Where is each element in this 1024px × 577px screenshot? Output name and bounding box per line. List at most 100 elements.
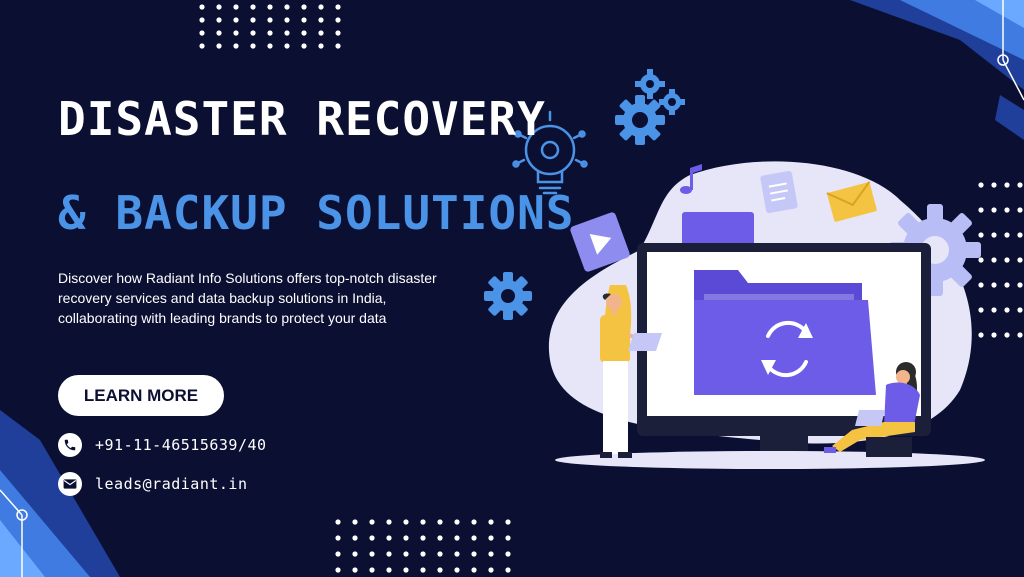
decor-dot	[386, 535, 392, 541]
decor-dot	[199, 30, 205, 36]
decor-dot	[978, 232, 984, 238]
phone-number[interactable]: +91-11-46515639/40	[95, 436, 267, 454]
decor-dot	[318, 4, 324, 10]
decor-dot	[335, 551, 341, 557]
decor-dot	[267, 17, 273, 23]
decor-dot	[301, 4, 307, 10]
decor-dot	[335, 567, 341, 573]
decor-dot	[505, 567, 511, 573]
decor-dot	[250, 30, 256, 36]
decor-dot	[1004, 232, 1010, 238]
man-illustration	[600, 285, 662, 458]
decor-dot	[454, 567, 460, 573]
decor-dot	[437, 535, 443, 541]
decor-dot	[199, 4, 205, 10]
decor-dot	[335, 4, 341, 10]
decor-dot	[454, 519, 460, 525]
decor-dot	[1017, 332, 1023, 338]
decor-dot	[1017, 307, 1023, 313]
decor-dot	[267, 30, 273, 36]
headline-line2: & BACKUP SOLUTIONS	[58, 186, 575, 240]
decor-dot	[335, 30, 341, 36]
decor-dot	[352, 519, 358, 525]
decor-dot	[978, 257, 984, 263]
decor-dot	[250, 43, 256, 49]
decor-dot	[471, 551, 477, 557]
decor-dot	[284, 43, 290, 49]
decor-dot	[420, 535, 426, 541]
decor-dot	[233, 17, 239, 23]
decor-dot	[471, 519, 477, 525]
corner-stripes-bottom-left	[0, 410, 120, 577]
decor-dot	[352, 535, 358, 541]
decor-dot	[369, 567, 375, 573]
decor-dot	[352, 567, 358, 573]
folder-sync-icon	[694, 270, 876, 395]
decor-dot	[267, 4, 273, 10]
decor-dot	[991, 282, 997, 288]
decor-dot	[1017, 282, 1023, 288]
decor-dot	[991, 182, 997, 188]
decor-dot	[216, 43, 222, 49]
decor-dot	[978, 307, 984, 313]
decor-dot	[437, 551, 443, 557]
play-icon	[570, 212, 630, 272]
decor-dot	[369, 519, 375, 525]
document-icon	[760, 170, 798, 214]
decor-dot	[199, 43, 205, 49]
decor-dot	[454, 535, 460, 541]
decor-dot	[318, 43, 324, 49]
decor-dot	[978, 207, 984, 213]
decor-dot	[437, 519, 443, 525]
decor-dot	[1017, 207, 1023, 213]
decor-dot	[386, 551, 392, 557]
decor-dot	[991, 332, 997, 338]
decor-dot	[1017, 182, 1023, 188]
corner-stripes-top-right	[850, 0, 1024, 140]
learn-more-button[interactable]: LEARN MORE	[58, 375, 224, 416]
decor-dot	[403, 567, 409, 573]
decor-dot	[471, 535, 477, 541]
decor-dot	[1017, 232, 1023, 238]
decor-dot	[216, 17, 222, 23]
decor-dot	[352, 551, 358, 557]
decor-dot	[318, 30, 324, 36]
envelope-icon	[826, 181, 877, 222]
decor-dot	[488, 535, 494, 541]
decor-dot	[1004, 257, 1010, 263]
decor-dot	[216, 4, 222, 10]
dot-grid-right	[978, 182, 1023, 338]
decor-dot	[991, 207, 997, 213]
dot-grid-bottom	[335, 519, 511, 573]
decor-dot	[991, 257, 997, 263]
decor-dot	[1004, 332, 1010, 338]
decor-dot	[233, 4, 239, 10]
email-icon	[58, 472, 82, 496]
decor-dot	[403, 535, 409, 541]
decor-dot	[437, 567, 443, 573]
decor-dot	[301, 30, 307, 36]
decor-dot	[369, 551, 375, 557]
decor-dot	[420, 567, 426, 573]
decor-dot	[488, 567, 494, 573]
decor-dot	[233, 30, 239, 36]
decor-dot	[369, 535, 375, 541]
description-text: Discover how Radiant Info Solutions offe…	[58, 270, 437, 326]
gear-cluster-icon	[615, 69, 685, 145]
decor-dot	[471, 567, 477, 573]
decor-dot	[1004, 282, 1010, 288]
decor-dot	[199, 17, 205, 23]
decor-dot	[403, 551, 409, 557]
decor-dot	[284, 4, 290, 10]
decor-dot	[250, 4, 256, 10]
decor-dot	[386, 519, 392, 525]
decor-dot	[454, 551, 460, 557]
decor-dot	[420, 551, 426, 557]
decor-dot	[284, 30, 290, 36]
decor-dot	[301, 17, 307, 23]
decor-dot	[403, 519, 409, 525]
email-address[interactable]: leads@radiant.in	[95, 475, 248, 493]
decor-dot	[386, 567, 392, 573]
phone-icon	[58, 433, 82, 457]
